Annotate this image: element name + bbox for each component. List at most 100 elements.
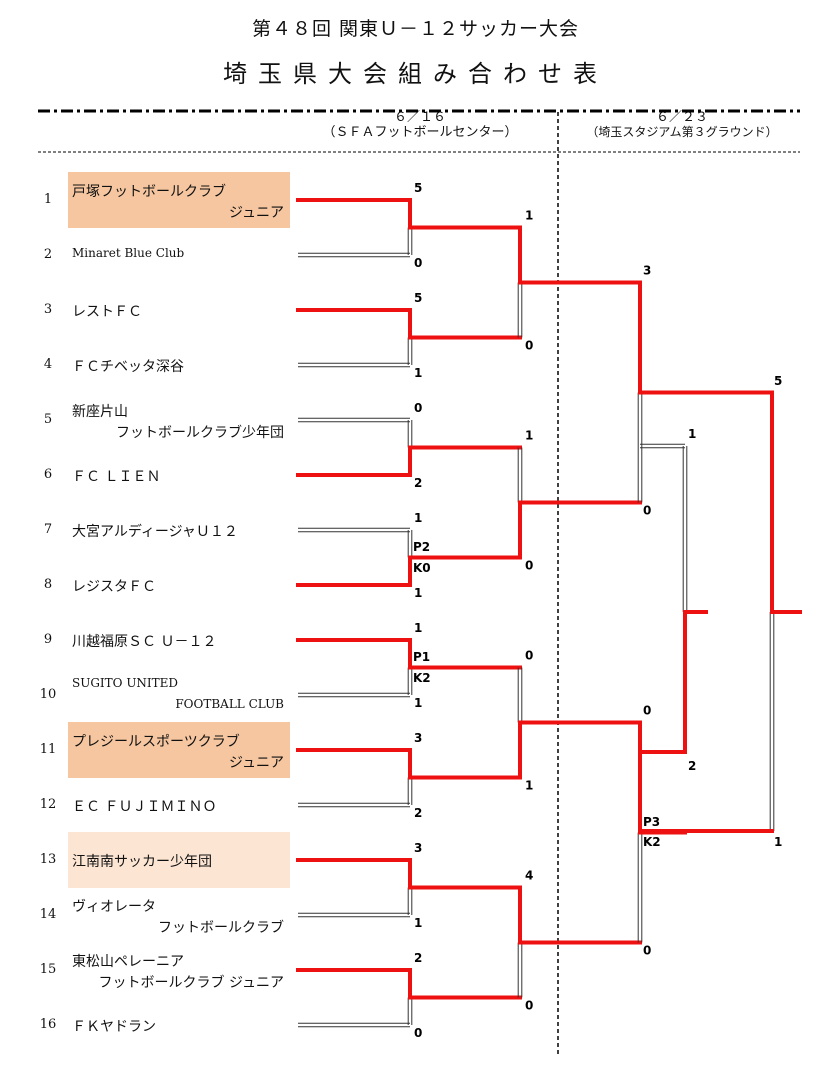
team-name: レジスタＦＣ bbox=[72, 579, 156, 595]
team-name-line2: FOOTBALL CLUB bbox=[175, 697, 284, 711]
match-score: 0 bbox=[525, 649, 533, 663]
team-entry: 川越福原ＳＣ Ｕ－１２ bbox=[68, 618, 290, 662]
round1-header: ６／１６ （ＳＦＡフットボールセンター） bbox=[300, 110, 540, 140]
match-score: 5 bbox=[774, 374, 782, 388]
match-score: 2 bbox=[414, 806, 422, 820]
match-score: P3 bbox=[643, 815, 660, 829]
team-name: ＦＫヤドラン bbox=[72, 1019, 156, 1035]
match-score: 0 bbox=[643, 944, 651, 958]
match-score: 3 bbox=[414, 841, 422, 855]
team-name: 新座片山 bbox=[72, 404, 128, 420]
team-number: 14 bbox=[39, 907, 57, 922]
match-score: 3 bbox=[643, 264, 651, 278]
team-entry: SUGITO UNITED FOOTBALL CLUB bbox=[68, 673, 290, 717]
match-score: 0 bbox=[525, 339, 533, 353]
match-score: 1 bbox=[774, 835, 782, 849]
team-number: 10 bbox=[39, 687, 57, 702]
match-score: 1 bbox=[688, 427, 696, 441]
team-number: 12 bbox=[39, 797, 57, 812]
round2-venue: （埼玉スタジアム第３グラウンド） bbox=[586, 125, 778, 139]
match-score: 0 bbox=[525, 559, 533, 573]
team-name: 東松山ペレーニア bbox=[72, 954, 184, 970]
team-entry: プレジールスポーツクラブジュニア bbox=[68, 722, 290, 778]
match-score: 0 bbox=[414, 401, 422, 415]
match-score: P2 bbox=[413, 540, 430, 554]
tournament-title: 第４８回 関東Ｕ－１２サッカー大会 bbox=[251, 18, 580, 40]
team-name: SUGITO UNITED bbox=[72, 676, 179, 690]
match-score: 0 bbox=[525, 999, 533, 1013]
match-score: 0 bbox=[643, 704, 651, 718]
match-score: 4 bbox=[525, 869, 533, 883]
match-score: 5 bbox=[414, 291, 422, 305]
team-name: ＦＣチベッタ深谷 bbox=[72, 359, 184, 375]
match-score: 0 bbox=[414, 256, 422, 270]
tournament-subtitle: 埼玉県大会組み合わせ表 bbox=[223, 60, 608, 88]
team-name-line2: ジュニア bbox=[228, 755, 284, 771]
match-score: 1 bbox=[414, 621, 422, 635]
team-number: 4 bbox=[43, 357, 53, 372]
round2-header: ６／２３ （埼玉スタジアム第３グラウンド） bbox=[562, 110, 802, 140]
match-score: 1 bbox=[414, 696, 422, 710]
team-entry: 大宮アルディージャＵ１２ bbox=[68, 508, 290, 552]
team-name-line2: フットボールクラブ少年団 bbox=[116, 425, 284, 441]
team-number: 9 bbox=[43, 632, 53, 647]
team-name: ＥＣ ＦＵＪＩＭＩＮＯ bbox=[72, 799, 217, 815]
team-name: 江南南サッカー少年団 bbox=[72, 854, 212, 870]
team-name: プレジールスポーツクラブ bbox=[72, 734, 240, 750]
team-number: 8 bbox=[43, 577, 53, 592]
team-entry: 江南南サッカー少年団 bbox=[68, 832, 290, 888]
team-number: 16 bbox=[39, 1017, 57, 1032]
match-score: 2 bbox=[688, 759, 696, 773]
match-score: K0 bbox=[413, 561, 431, 575]
team-name: 戸塚フットボールクラブ bbox=[72, 184, 226, 200]
team-number: 5 bbox=[43, 412, 53, 427]
team-entry: ヴィオレータフットボールクラブ bbox=[68, 893, 290, 937]
match-score: 0 bbox=[414, 1026, 422, 1040]
match-score: 1 bbox=[525, 779, 533, 793]
team-number: 2 bbox=[43, 247, 53, 262]
match-score: 1 bbox=[414, 366, 422, 380]
team-entry: ＥＣ ＦＵＪＩＭＩＮＯ bbox=[68, 783, 290, 827]
team-number: 7 bbox=[43, 522, 53, 537]
match-score: 1 bbox=[414, 586, 422, 600]
team-name: ＦＣ ＬＩＥＮ bbox=[72, 469, 161, 485]
team-entry: ＦＣチベッタ深谷 bbox=[68, 343, 290, 387]
team-number: 13 bbox=[39, 852, 57, 867]
team-entry: ＦＫヤドラン bbox=[68, 1003, 290, 1047]
round2-date: ６／２３ bbox=[655, 110, 708, 125]
round1-venue: （ＳＦＡフットボールセンター） bbox=[322, 125, 518, 140]
match-score: 2 bbox=[414, 476, 422, 490]
team-name: レストＦＣ bbox=[72, 304, 142, 320]
match-score: 3 bbox=[414, 731, 422, 745]
team-name-line2: フットボールクラブ ジュニア bbox=[98, 975, 284, 991]
team-name: 川越福原ＳＣ Ｕ－１２ bbox=[72, 634, 217, 650]
team-number: 15 bbox=[39, 962, 57, 977]
match-score: K2 bbox=[413, 671, 431, 685]
team-name-line2: フットボールクラブ bbox=[158, 920, 284, 936]
match-score: 0 bbox=[643, 504, 651, 518]
team-entry: 新座片山フットボールクラブ少年団 bbox=[68, 398, 290, 442]
team-entry: Minaret Blue Club bbox=[68, 233, 290, 277]
match-score: 2 bbox=[414, 951, 422, 965]
round1-date: ６／１６ bbox=[393, 110, 446, 125]
team-number: 1 bbox=[43, 192, 53, 207]
team-entry: 東松山ペレーニアフットボールクラブ ジュニア bbox=[68, 948, 290, 992]
match-score: 1 bbox=[414, 511, 422, 525]
match-score: 1 bbox=[414, 916, 422, 930]
team-name: Minaret Blue Club bbox=[72, 246, 185, 260]
match-score: 1 bbox=[525, 429, 533, 443]
match-score: K2 bbox=[643, 835, 661, 849]
team-entry: レストＦＣ bbox=[68, 288, 290, 332]
team-number: 3 bbox=[43, 302, 53, 317]
team-number: 6 bbox=[43, 467, 53, 482]
team-name-line2: ジュニア bbox=[228, 205, 284, 221]
match-score: 1 bbox=[525, 209, 533, 223]
team-entry: ＦＣ ＬＩＥＮ bbox=[68, 453, 290, 497]
team-entry: レジスタＦＣ bbox=[68, 563, 290, 607]
team-number: 11 bbox=[39, 742, 57, 757]
match-score: 5 bbox=[414, 181, 422, 195]
match-score: P1 bbox=[413, 650, 430, 664]
team-entry: 戸塚フットボールクラブジュニア bbox=[68, 172, 290, 228]
team-name: 大宮アルディージャＵ１２ bbox=[72, 524, 238, 540]
